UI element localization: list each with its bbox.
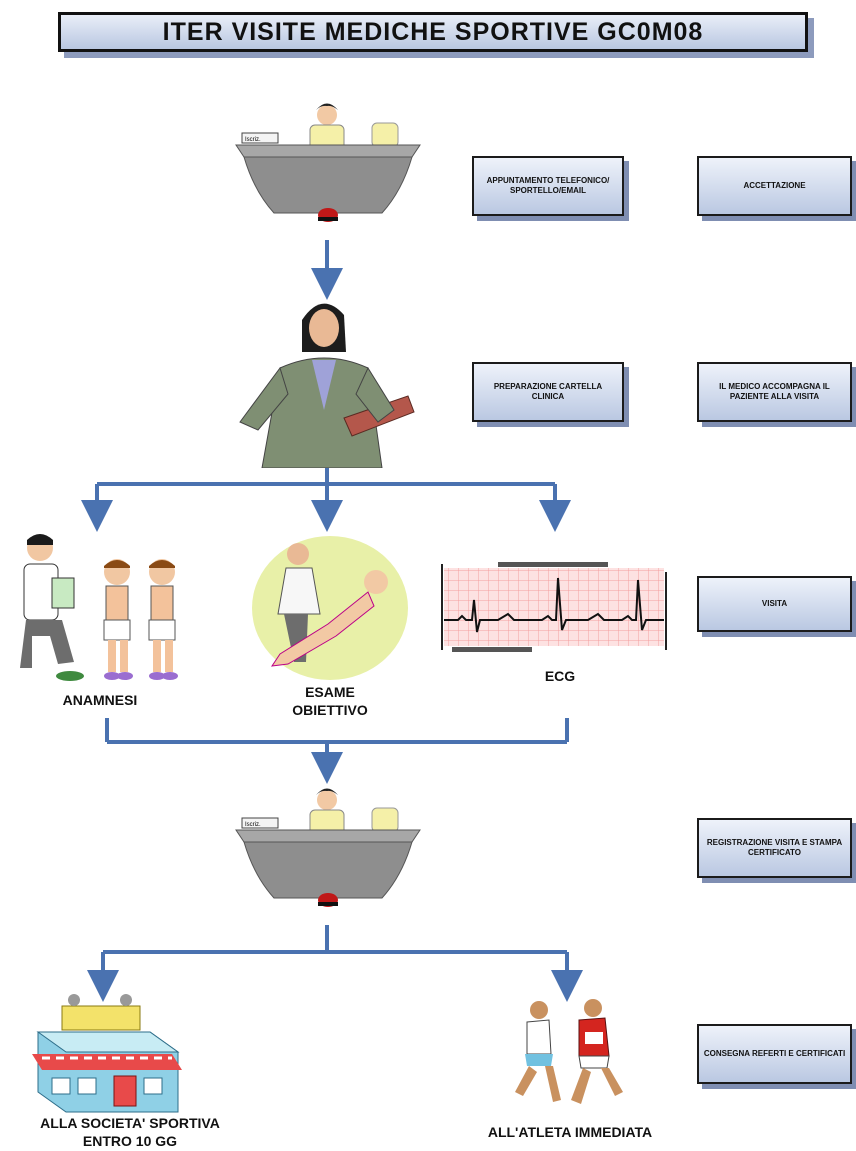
physical-exam-icon (252, 536, 408, 680)
label-societa-line2: ENTRO 10 GG (82, 1132, 178, 1149)
label-esame-line1: ESAME (305, 684, 355, 700)
runners-icon (515, 999, 623, 1104)
label-esame-obiettivo: ESAME OBIETTIVO (270, 684, 390, 719)
step-accompagna: IL MEDICO ACCOMPAGNA IL PAZIENTE ALLA VI… (697, 362, 852, 422)
reception-desk-icon: Iscriz. (235, 788, 421, 907)
step-visita: VISITA (697, 576, 852, 632)
step-registrazione: REGISTRAZIONE VISITA E STAMPA CERTIFICAT… (697, 818, 852, 878)
ecg-trace-icon (441, 562, 667, 652)
step-accettazione: ACCETTAZIONE (697, 156, 852, 216)
label-esame-line2: OBIETTIVO (292, 701, 368, 718)
reception-desk-icon: Iscriz. (235, 103, 421, 222)
desk-sign: Iscriz. (245, 822, 261, 828)
step-preparazione: PREPARAZIONE CARTELLA CLINICA (472, 362, 624, 422)
label-atleta: ALL'ATLETA IMMEDIATA (487, 1124, 653, 1140)
desk-sign: Iscriz. (245, 137, 261, 143)
step-appuntamento: APPUNTAMENTO TELEFONICO/ SPORTELLO/EMAIL (472, 156, 624, 216)
label-societa-line1: ALLA SOCIETA' SPORTIVA (40, 1115, 220, 1131)
label-societa-sportiva: ALLA SOCIETA' SPORTIVA ENTRO 10 GG (10, 1115, 250, 1150)
anamnesis-doctor-icon (20, 534, 178, 681)
label-anamnesi: ANAMNESI (62, 692, 138, 708)
page-title: ITER VISITE MEDICHE SPORTIVE GC0M08 (58, 12, 808, 52)
sports-club-building-icon (32, 994, 182, 1113)
step-consegna: CONSEGNA REFERTI E CERTIFICATI (697, 1024, 852, 1084)
label-ecg: ECG (544, 668, 576, 684)
doctor-folder-icon (239, 303, 415, 468)
